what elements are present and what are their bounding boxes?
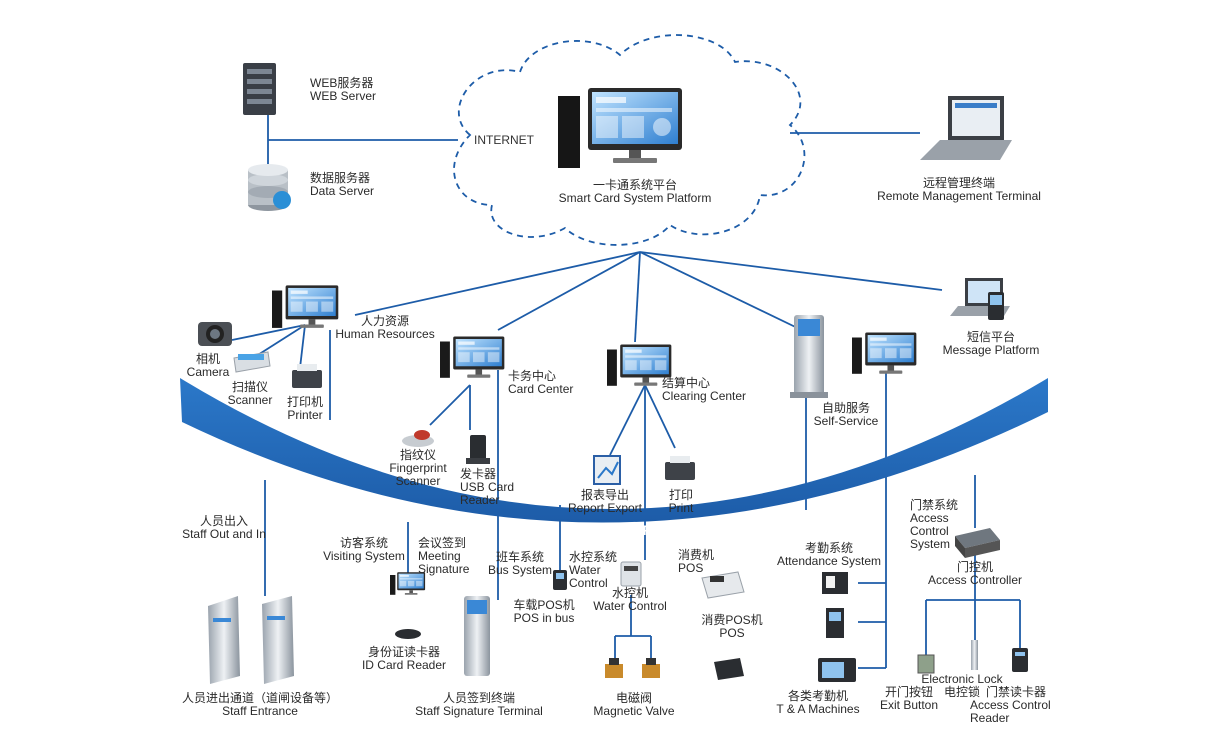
- pos-device-icon: [714, 658, 744, 680]
- printer-icon: [292, 364, 322, 388]
- self-service-pc-icon: [852, 332, 917, 374]
- pos-terminal-icon: [701, 571, 745, 599]
- tcpip-network-band: [180, 378, 1048, 523]
- platform-computer-icon: [558, 88, 682, 168]
- remote-laptop-icon: [920, 96, 1012, 160]
- access-reader-icon: [1012, 648, 1028, 672]
- report-export-icon: [593, 455, 621, 485]
- card-center-pc-icon: [440, 336, 505, 378]
- self-service-kiosk-icon: [790, 315, 828, 398]
- id-card-reader-icon: [395, 629, 421, 639]
- exit-button-icon: [917, 654, 935, 674]
- usb-card-reader-icon: [466, 435, 490, 464]
- fingerprint-scanner-icon: [402, 430, 434, 447]
- magnetic-valve-icon: [605, 658, 660, 678]
- print-icon: [665, 456, 695, 480]
- signature-terminal-icon: [464, 596, 490, 676]
- electronic-lock-icon: [971, 640, 978, 670]
- network-label-cn: TCP/IP 网络: [514, 524, 591, 540]
- staff-entrance-label: 人员进出通道（道闸设备等）Staff Entrance: [181, 691, 338, 718]
- camera-icon: [198, 322, 232, 346]
- internet-label: INTERNET: [474, 133, 534, 147]
- human-resources-pc-icon: [272, 285, 339, 328]
- access-controller-icon: [955, 528, 1000, 558]
- web-server-icon: [243, 63, 276, 115]
- scanner-icon: [233, 351, 271, 373]
- attendance-machine-icon: [818, 572, 856, 682]
- message-platform-icon: [950, 278, 1010, 320]
- turnstile-icon: [208, 596, 294, 684]
- bus-pos-icon: [553, 570, 567, 590]
- network-label-en: TCP/IP Network: [624, 522, 728, 538]
- data-server-icon: [248, 164, 291, 211]
- water-control-icon: [620, 561, 642, 587]
